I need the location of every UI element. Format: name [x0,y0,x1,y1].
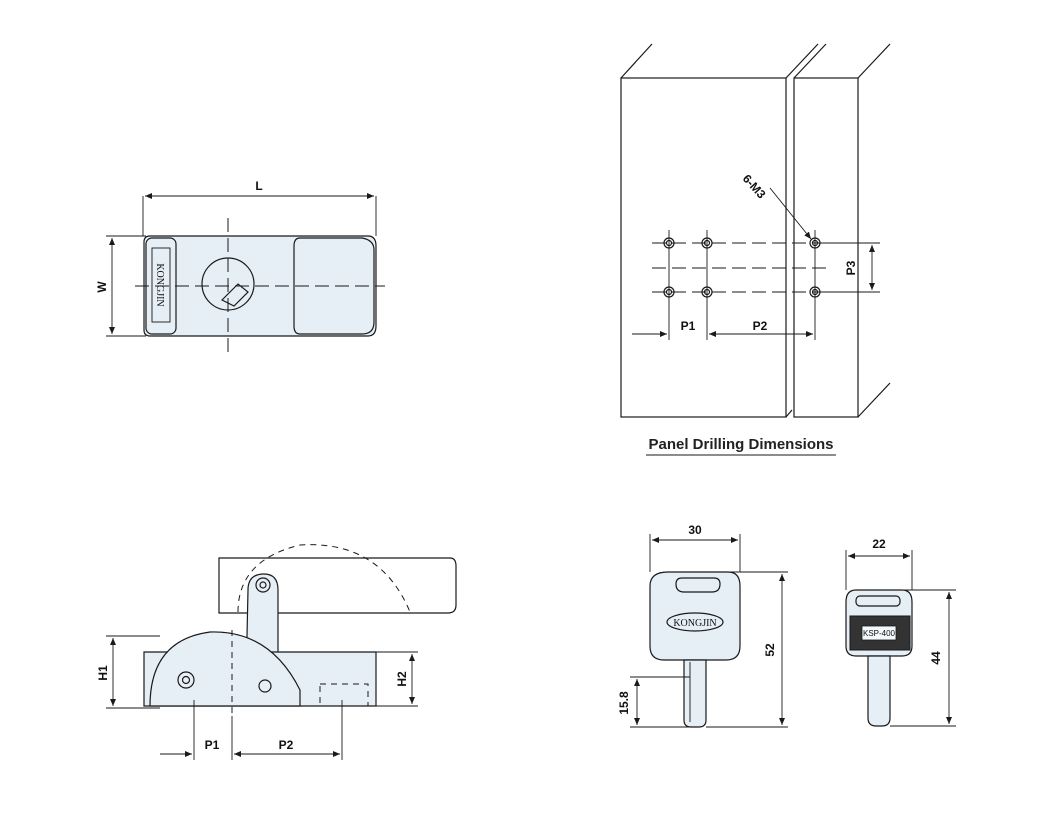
brand-frame [151,247,171,323]
key-brand-text: KONGJIN [673,618,716,629]
key-side-view: KSP-400 22 44 [845,537,956,727]
key-side-blade [867,655,891,727]
key-slot [220,283,249,307]
key-dim-width: 30 [688,523,702,537]
key-side-dim-height: 44 [929,651,943,665]
holes-label: 6-M3 [740,172,769,202]
panel-dim-P2: P2 [753,319,768,333]
panel-caption: Panel Drilling Dimensions [648,436,833,453]
side-dim-P1: P1 [205,738,220,752]
panel-dim-P1: P1 [681,319,696,333]
top-view: KONGJIN L W [95,179,385,354]
side-dim-P2: P2 [279,738,294,752]
key-dim-height: 52 [763,643,777,657]
key-dim-blade: 15.8 [617,691,631,715]
dim-H1: H1 [96,665,110,681]
dim-L: L [255,179,262,193]
key-model-text: KSP-400 [863,629,896,638]
handle-open-outline [218,557,457,614]
latch-handle [293,237,375,335]
panel-right [793,77,859,418]
strike-hidden [319,683,369,707]
key-head [649,571,741,661]
dim-H2: H2 [395,671,409,687]
panel-dim-P3: P3 [844,260,858,275]
panel-left [620,77,787,418]
swing-arc [237,544,411,613]
key-side-dim-width: 22 [872,537,886,551]
key-blade [683,659,707,728]
key-front-view: KONGJIN 30 52 15.8 [617,523,788,728]
lock-brand-text: KONGJIN [154,263,165,306]
dim-W: W [95,281,109,293]
panel-drilling-view: P1 P2 P3 6-M3 Panel Drilling Dimensions [620,43,891,456]
side-view: H1 H2 P1 P2 [96,544,457,760]
